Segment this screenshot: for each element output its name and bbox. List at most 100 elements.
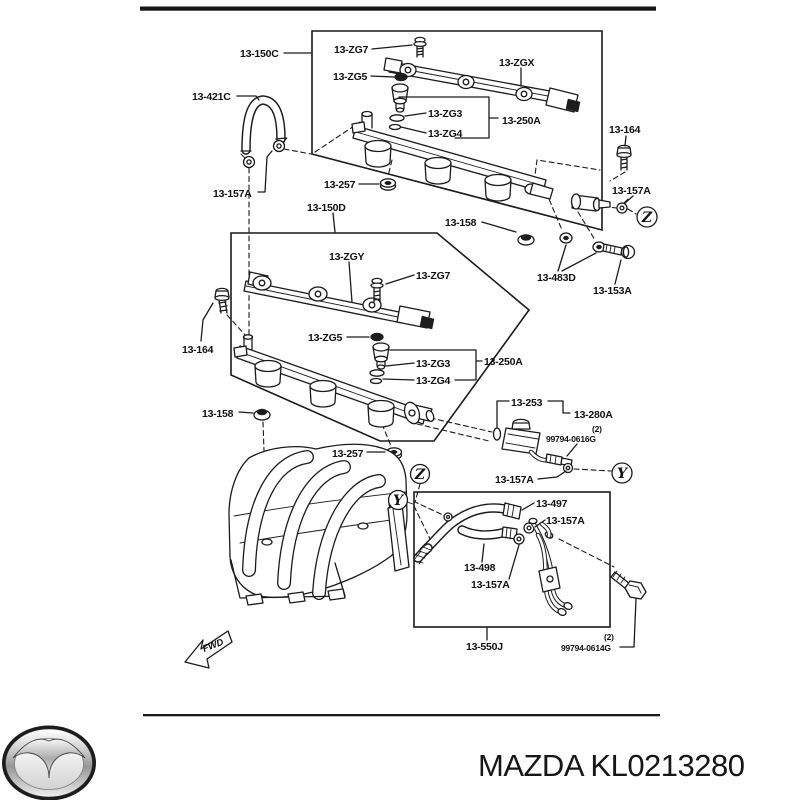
cap-13-158-left — [253, 408, 271, 421]
part-label-13-250A-lower: 13-250A — [484, 356, 523, 368]
mazda-wings — [12, 738, 86, 779]
nut-13-257-upper — [379, 178, 397, 191]
connector-symbol-Z-right: Z — [636, 206, 658, 228]
injector-cup — [254, 359, 282, 388]
bolt-13-164-right — [616, 144, 632, 171]
part-label-13-150D: 13-150D — [307, 202, 346, 214]
box-13-150D — [230, 232, 531, 442]
bolt-13-ZG7-lower — [370, 277, 384, 303]
part-label-13-ZG5-lower: 13-ZG5 — [308, 332, 343, 344]
pulsation-damper-upper — [570, 193, 611, 212]
harness-13-ZGY — [243, 271, 435, 330]
part-label-99794-0614G: 99794-0614G — [561, 643, 611, 653]
qty-label-2-upper: (2) — [592, 424, 602, 434]
fuel-injector-upper — [391, 83, 409, 113]
hose-13-421C — [240, 95, 288, 169]
grommet-13-ZG5-upper — [394, 72, 408, 82]
mazda-logo-icon — [2, 725, 96, 800]
part-label-13-150C: 13-150C — [240, 48, 279, 60]
label-leader-lines — [200, 44, 637, 648]
qty-label-2-lower: (2) — [604, 632, 614, 642]
footer-part-number: MAZDA KL0213280 — [478, 748, 745, 783]
bolt-99794-0614G — [610, 570, 647, 600]
part-label-13-157A-box2: 13-157A — [471, 579, 510, 591]
symbol-z-letter: Z — [414, 467, 426, 483]
pipe-bracket — [538, 566, 561, 593]
fuel-injector-lower — [372, 342, 390, 370]
clamp-13-157A-mid — [562, 462, 574, 474]
harness-13-ZGX — [383, 57, 581, 113]
manifold-runner — [277, 460, 351, 590]
part-label-13-498: 13-498 — [464, 562, 496, 574]
hose-clamp-small — [443, 512, 453, 522]
injector-cup — [424, 156, 452, 185]
fuel-rail-lower — [233, 334, 435, 428]
part-label-13-164-right: 13-164 — [609, 124, 641, 136]
part-label-13-158-left: 13-158 — [202, 408, 234, 420]
part-label-13-ZG3-lower: 13-ZG3 — [416, 358, 451, 370]
hose-clamp — [272, 137, 288, 153]
part-label-13-ZG7-upper: 13-ZG7 — [334, 44, 369, 56]
part-label-13-157A-mid: 13-157A — [495, 474, 534, 486]
oring-13-ZG3-upper — [389, 114, 405, 122]
manifold-runner — [242, 450, 314, 577]
fwd-direction-arrow: FWD — [184, 630, 233, 669]
part-label-13-157A-box1: 13-157A — [546, 515, 585, 527]
grommet-13-ZG5-lower — [370, 332, 384, 342]
part-label-13-ZG4-upper: 13-ZG4 — [428, 128, 463, 140]
symbol-z-letter: Z — [641, 210, 653, 226]
hose-set-13-550J — [413, 502, 573, 617]
cap-13-158-upper — [517, 234, 535, 246]
manifold-runner — [312, 474, 386, 600]
intake-manifold — [228, 443, 410, 606]
part-label-13-ZG5-upper: 13-ZG5 — [333, 71, 368, 83]
part-label-13-253: 13-253 — [511, 397, 543, 409]
part-label-13-164-left: 13-164 — [182, 344, 214, 356]
clamp-13-157A-box2 — [513, 533, 525, 545]
part-label-13-483D: 13-483D — [537, 272, 576, 284]
part-label-13-550J: 13-550J — [466, 641, 503, 653]
part-label-13-153A: 13-153A — [593, 285, 632, 297]
metal-fuel-pipes — [528, 517, 573, 617]
injector-cup — [309, 379, 337, 408]
hose-fitting-13-497 — [502, 502, 522, 520]
part-label-13-257-lower: 13-257 — [332, 448, 364, 460]
injector-cup — [484, 173, 512, 202]
injector-cup — [364, 139, 392, 168]
oring-13-ZG3-lower — [369, 369, 385, 377]
oring-13-ZG4-upper — [388, 123, 402, 131]
part-label-13-280A: 13-280A — [574, 409, 613, 421]
symbol-y-letter: Y — [393, 493, 405, 509]
part-label-13-ZG3-upper: 13-ZG3 — [428, 108, 463, 120]
part-label-13-257-upper: 13-257 — [324, 179, 356, 191]
upper-fuel-rail-assembly — [351, 36, 636, 260]
fuel-rail-upper — [351, 110, 554, 202]
part-label-13-ZGY: 13-ZGY — [329, 251, 365, 263]
bolt-13-164-left — [214, 287, 230, 314]
washers-13-483D — [559, 232, 606, 253]
clamp-13-157A-left — [240, 153, 256, 169]
part-label-13-250A-upper: 13-250A — [502, 115, 541, 127]
part-label-99794-0616G: 99794-0616G — [546, 434, 596, 444]
manifold-port — [357, 522, 369, 530]
connector-symbol-Z-lower: Z — [409, 463, 431, 485]
symbol-y-letter: Y — [617, 466, 629, 482]
part-label-13-ZG7-lower: 13-ZG7 — [416, 270, 451, 282]
part-label-13-157A-left: 13-157A — [213, 188, 252, 200]
part-label-13-ZG4-lower: 13-ZG4 — [416, 375, 451, 387]
bottom-rule — [143, 714, 660, 717]
box-13-150C — [311, 30, 603, 232]
part-label-13-158-topright: 13-158 — [445, 217, 477, 229]
clamp-13-157A-topright — [616, 198, 629, 214]
part-number-labels: 13-150C 13-ZG7 13-ZGX 13-ZG5 13-421C 13-… — [182, 44, 651, 653]
part-label-13-ZGX: 13-ZGX — [499, 57, 535, 69]
pressure-regulator-13-280A — [492, 418, 574, 474]
lower-fuel-rail-assembly — [214, 178, 435, 460]
oring-13-ZG4-lower — [369, 377, 383, 385]
connector-symbol-Y-right: Y — [611, 462, 633, 484]
rail-end-flange — [403, 401, 435, 425]
bolt-13-ZG7-upper — [413, 36, 427, 58]
braided-hose-texture — [413, 546, 432, 565]
